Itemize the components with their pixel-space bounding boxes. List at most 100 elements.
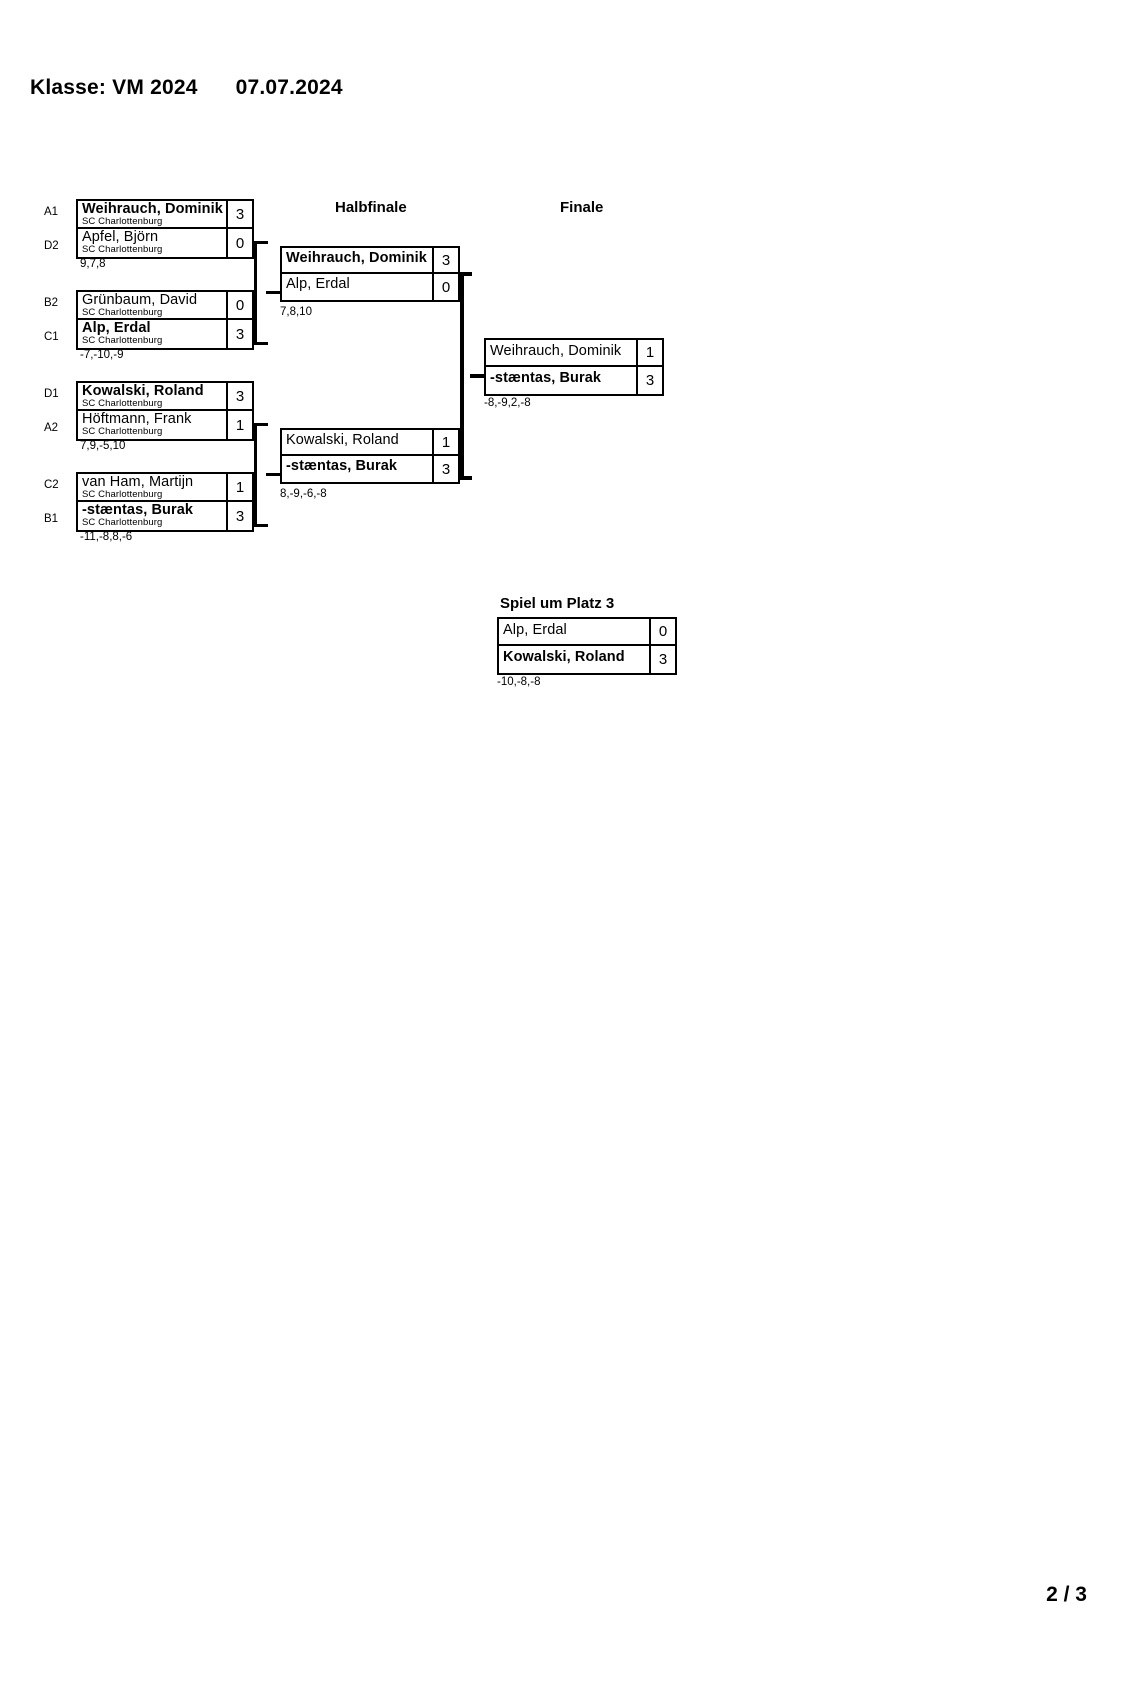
- page-number: 2 / 3: [1046, 1583, 1087, 1606]
- match-result-sf-2: 8,-9,-6,-8: [280, 488, 327, 500]
- player-entry: Kowalski, Roland: [282, 430, 434, 454]
- player-name: Weihrauch, Dominik: [82, 201, 223, 217]
- match-row-player-top[interactable]: van Ham, Martijn SC Charlottenburg 1: [78, 474, 252, 502]
- match-qf-1[interactable]: Weihrauch, Dominik SC Charlottenburg 3 A…: [76, 199, 254, 259]
- player-name: Grünbaum, David: [82, 292, 198, 308]
- player-score: 1: [235, 478, 245, 496]
- match-row-player-bottom[interactable]: -stæntas, Burak 3: [282, 456, 458, 482]
- seed-label-d2: D2: [44, 240, 59, 252]
- match-row-player-bottom[interactable]: Kowalski, Roland 3: [499, 646, 675, 673]
- player-entry: -stæntas, Burak SC Charlottenburg: [78, 502, 228, 530]
- player-name: Kowalski, Roland: [286, 432, 399, 448]
- seed-label-a1: A1: [44, 206, 59, 218]
- player-score: 0: [441, 278, 451, 296]
- player-score: 3: [645, 372, 655, 389]
- round-title-platz3: Spiel um Platz 3: [500, 595, 615, 612]
- player-name: Alp, Erdal: [503, 622, 567, 638]
- bracket-connector: [460, 272, 472, 276]
- bracket-connector: [470, 374, 486, 378]
- match-result-qf-4: -11,-8,8,-6: [80, 531, 133, 543]
- match-row-player-bottom[interactable]: Alp, Erdal SC Charlottenburg 3: [78, 320, 252, 348]
- match-row-player-top[interactable]: Kowalski, Roland 1: [282, 430, 458, 456]
- match-qf-2[interactable]: Grünbaum, David SC Charlottenburg 0 Alp,…: [76, 290, 254, 350]
- match-result-qf-3: 7,9,-5,10: [80, 440, 126, 452]
- round-title-halbfinale: Halbfinale: [335, 199, 407, 216]
- match-row-player-bottom[interactable]: -stæntas, Burak 3: [486, 367, 662, 394]
- class-label: Klasse: VM 2024: [30, 76, 198, 99]
- player-name: -stæntas, Burak: [286, 458, 398, 474]
- match-row-player-top[interactable]: Grünbaum, David SC Charlottenburg 0: [78, 292, 252, 320]
- match-qf-3[interactable]: Kowalski, Roland SC Charlottenburg 3 Höf…: [76, 381, 254, 441]
- player-score: 3: [235, 205, 245, 223]
- bracket-connector: [254, 423, 257, 527]
- match-result-final: -8,-9,2,-8: [484, 397, 531, 409]
- match-row-player-bottom[interactable]: Alp, Erdal 0: [282, 274, 458, 300]
- player-score: 1: [645, 344, 655, 361]
- bracket-connector: [460, 476, 472, 480]
- player-score: 3: [235, 387, 245, 405]
- player-entry: Weihrauch, Dominik SC Charlottenburg: [78, 201, 228, 227]
- player-name: Alp, Erdal: [286, 276, 350, 292]
- player-club: SC Charlottenburg: [82, 216, 163, 227]
- player-name: van Ham, Martijn: [82, 474, 194, 490]
- bracket-connector: [266, 473, 282, 476]
- seed-label-c1: C1: [44, 331, 59, 343]
- seed-label-b1: B1: [44, 513, 59, 525]
- player-entry: Kowalski, Roland: [499, 646, 651, 673]
- player-name: -stæntas, Burak: [490, 370, 602, 386]
- match-row-player-top[interactable]: Kowalski, Roland SC Charlottenburg 3: [78, 383, 252, 411]
- player-name: Weihrauch, Dominik: [490, 343, 622, 359]
- player-entry: -stæntas, Burak: [282, 456, 434, 482]
- bracket-connector: [254, 342, 268, 345]
- match-third-place[interactable]: Alp, Erdal 0 Kowalski, Roland 3: [497, 617, 677, 675]
- round-title-finale: Finale: [560, 199, 604, 216]
- bracket-connector: [254, 423, 268, 426]
- player-name: Weihrauch, Dominik: [286, 250, 427, 266]
- player-name: Alp, Erdal: [82, 320, 151, 336]
- player-name: Kowalski, Roland: [503, 649, 625, 665]
- player-score: 3: [235, 325, 245, 343]
- player-club: SC Charlottenburg: [82, 244, 163, 255]
- player-club: SC Charlottenburg: [82, 517, 163, 528]
- match-result-qf-2: -7,-10,-9: [80, 349, 124, 361]
- match-row-player-bottom[interactable]: -stæntas, Burak SC Charlottenburg 3: [78, 502, 252, 530]
- player-score: 3: [235, 507, 245, 525]
- player-entry: Grünbaum, David SC Charlottenburg: [78, 292, 228, 318]
- player-name: Höftmann, Frank: [82, 411, 192, 427]
- match-row-player-top[interactable]: Weihrauch, Dominik 1: [486, 340, 662, 367]
- seed-label-c2: C2: [44, 479, 59, 491]
- bracket-connector: [266, 291, 282, 294]
- player-score: 1: [441, 433, 451, 451]
- match-sf-1[interactable]: Weihrauch, Dominik 3 Alp, Erdal 0: [280, 246, 460, 302]
- seed-label-a2: A2: [44, 422, 59, 434]
- match-row-player-top[interactable]: Alp, Erdal 0: [499, 619, 675, 646]
- player-entry: -stæntas, Burak: [486, 367, 638, 394]
- player-club: SC Charlottenburg: [82, 398, 163, 409]
- match-row-player-top[interactable]: Weihrauch, Dominik 3: [282, 248, 458, 274]
- player-club: SC Charlottenburg: [82, 335, 163, 346]
- player-name: -stæntas, Burak: [82, 502, 194, 518]
- player-score: 0: [235, 296, 245, 314]
- player-name: Kowalski, Roland: [82, 383, 204, 399]
- bracket-connector: [460, 272, 464, 480]
- match-sf-2[interactable]: Kowalski, Roland 1 -stæntas, Burak 3: [280, 428, 460, 484]
- player-club: SC Charlottenburg: [82, 426, 163, 437]
- player-score: 3: [441, 251, 451, 269]
- match-row-player-bottom[interactable]: Apfel, Björn SC Charlottenburg 0: [78, 229, 252, 257]
- page-title: Klasse: VM 2024 07.07.2024: [30, 76, 343, 100]
- match-row-player-bottom[interactable]: Höftmann, Frank SC Charlottenburg 1: [78, 411, 252, 439]
- player-entry: Kowalski, Roland SC Charlottenburg: [78, 383, 228, 409]
- player-name: Apfel, Björn: [82, 229, 159, 245]
- player-score: 0: [235, 234, 245, 252]
- match-final[interactable]: Weihrauch, Dominik 1 -stæntas, Burak 3: [484, 338, 664, 396]
- match-row-player-top[interactable]: Weihrauch, Dominik SC Charlottenburg 3: [78, 201, 252, 229]
- bracket-connector: [254, 524, 268, 527]
- seed-label-b2: B2: [44, 297, 59, 309]
- player-score: 0: [658, 623, 668, 640]
- player-entry: van Ham, Martijn SC Charlottenburg: [78, 474, 228, 500]
- player-entry: Weihrauch, Dominik: [282, 248, 434, 272]
- seed-label-d1: D1: [44, 388, 59, 400]
- match-result-sf-1: 7,8,10: [280, 306, 312, 318]
- date-label: 07.07.2024: [235, 76, 343, 99]
- match-qf-4[interactable]: van Ham, Martijn SC Charlottenburg 1 -st…: [76, 472, 254, 532]
